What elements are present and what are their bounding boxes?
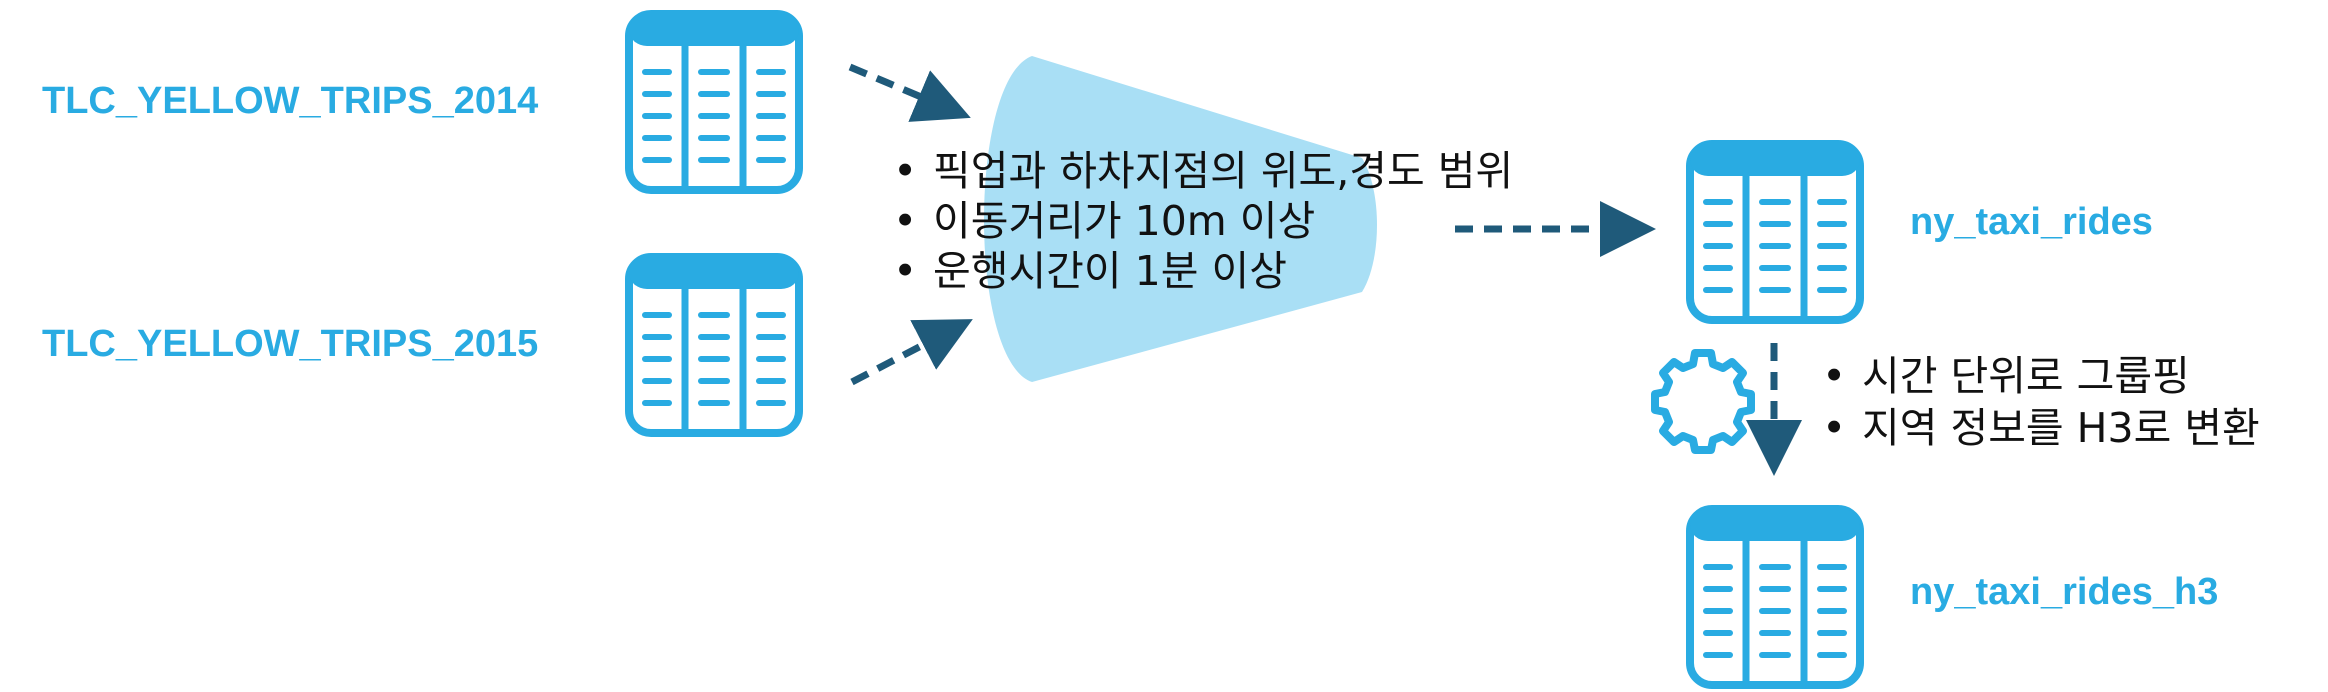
filter-condition-item: 이동거리가 10m 이상: [893, 196, 1513, 246]
table-icon-rides: [1686, 140, 1864, 324]
table-icon-2014: [625, 10, 803, 194]
gear-icon: [1651, 349, 1755, 454]
table-icon-rides-h3: [1686, 505, 1864, 689]
filter-condition-item: 픽업과 하차지점의 위도,경도 범위: [893, 146, 1513, 196]
source-label-2014: TLC_YELLOW_TRIPS_2014: [42, 80, 539, 122]
transform-step-item: 시간 단위로 그룹핑: [1822, 350, 2260, 402]
source-label-2015: TLC_YELLOW_TRIPS_2015: [42, 323, 539, 365]
arrow-2014-to-filter: [848, 63, 971, 122]
output-label-rides: ny_taxi_rides: [1910, 201, 2153, 243]
filter-condition-item: 운행시간이 1분 이상: [893, 246, 1513, 296]
output-label-rides-h3: ny_taxi_rides_h3: [1910, 571, 2219, 613]
filter-conditions-list: 픽업과 하차지점의 위도,경도 범위 이동거리가 10m 이상 운행시간이 1분…: [893, 146, 1513, 296]
table-icon-2015: [625, 253, 803, 437]
transform-steps-list: 시간 단위로 그룹핑 지역 정보를 H3로 변환: [1822, 350, 2260, 454]
transform-step-item: 지역 정보를 H3로 변환: [1822, 402, 2260, 454]
arrow-2015-to-filter: [850, 319, 973, 386]
